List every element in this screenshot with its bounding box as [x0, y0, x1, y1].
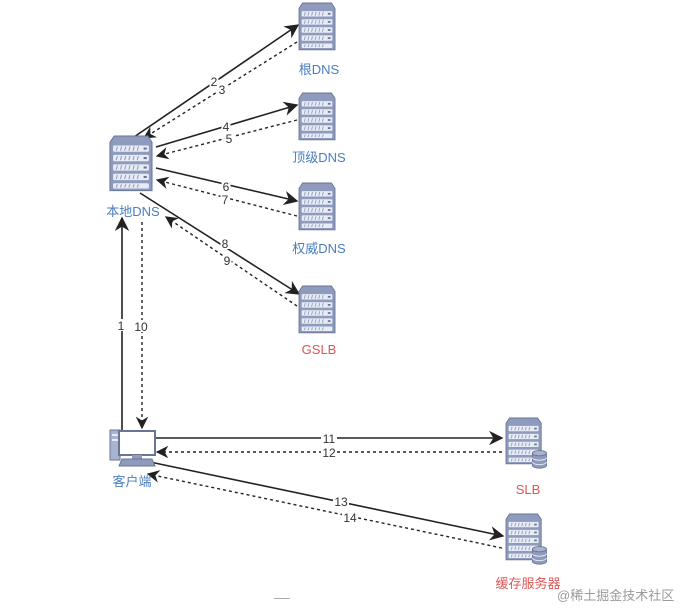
edge-13	[149, 461, 505, 541]
node-gslb[interactable]	[298, 285, 336, 334]
label-client: 客户端	[112, 474, 152, 489]
node-cache-server[interactable]	[505, 513, 547, 565]
edge-label-bg	[221, 120, 231, 132]
divider	[274, 598, 290, 599]
edge-label-bg	[342, 511, 358, 523]
node-client[interactable]	[109, 429, 156, 467]
edge-label-bg	[321, 432, 337, 444]
edge-label-bg	[224, 132, 234, 144]
edge-label-bg	[133, 320, 149, 332]
database-icon	[531, 450, 547, 469]
edge-label-bg	[221, 180, 231, 192]
edge-label-bg	[222, 254, 232, 266]
label-slb: SLB	[515, 482, 541, 497]
edge-label-8: 8	[222, 237, 229, 251]
label-local-dns: 本地DNS	[106, 204, 160, 219]
node-local-dns[interactable]	[109, 135, 153, 192]
edge-label-2: 2	[211, 75, 218, 89]
computer-icon	[109, 429, 156, 467]
database-icon	[531, 546, 547, 565]
server-icon	[298, 92, 336, 141]
edge-label-bg	[116, 319, 126, 331]
server-icon	[298, 2, 336, 51]
label-gslb: GSLB	[301, 342, 337, 357]
label-tld-dns: 顶级DNS	[292, 150, 346, 165]
edge-label-14: 14	[343, 511, 357, 525]
edge-label-12: 12	[322, 446, 336, 460]
edge-label-10: 10	[134, 320, 148, 334]
label-cache-server: 缓存服务器	[495, 576, 561, 591]
server-icon	[298, 285, 336, 334]
edge-label-bg	[217, 83, 227, 95]
node-slb[interactable]	[505, 417, 547, 469]
edge-label-5: 5	[226, 132, 233, 146]
edge-label-bg	[209, 75, 219, 87]
edge-14	[146, 470, 503, 549]
edge-label-4: 4	[223, 120, 230, 134]
edge-label-9: 9	[224, 254, 231, 268]
edge-label-13: 13	[334, 495, 348, 509]
edge-label-bg	[220, 237, 230, 249]
edge-label-1: 1	[118, 319, 125, 333]
server-icon	[298, 182, 336, 231]
edge-label-11: 11	[323, 432, 336, 446]
watermark: @稀土掘金技术社区	[557, 588, 675, 603]
node-tld-dns[interactable]	[298, 92, 336, 141]
label-authoritative-dns: 权威DNS	[292, 241, 346, 256]
edge-label-7: 7	[222, 193, 229, 207]
edge-label-bg	[220, 193, 230, 205]
edge-label-bg	[321, 446, 337, 458]
edge-label-6: 6	[223, 180, 230, 194]
edge-8	[139, 192, 301, 295]
node-root-dns[interactable]	[298, 2, 336, 51]
edge-label-bg	[333, 495, 349, 507]
server-icon	[109, 135, 153, 192]
edge-label-3: 3	[219, 83, 226, 97]
node-authoritative-dns[interactable]	[298, 182, 336, 231]
label-root-dns: 根DNS	[298, 62, 340, 77]
